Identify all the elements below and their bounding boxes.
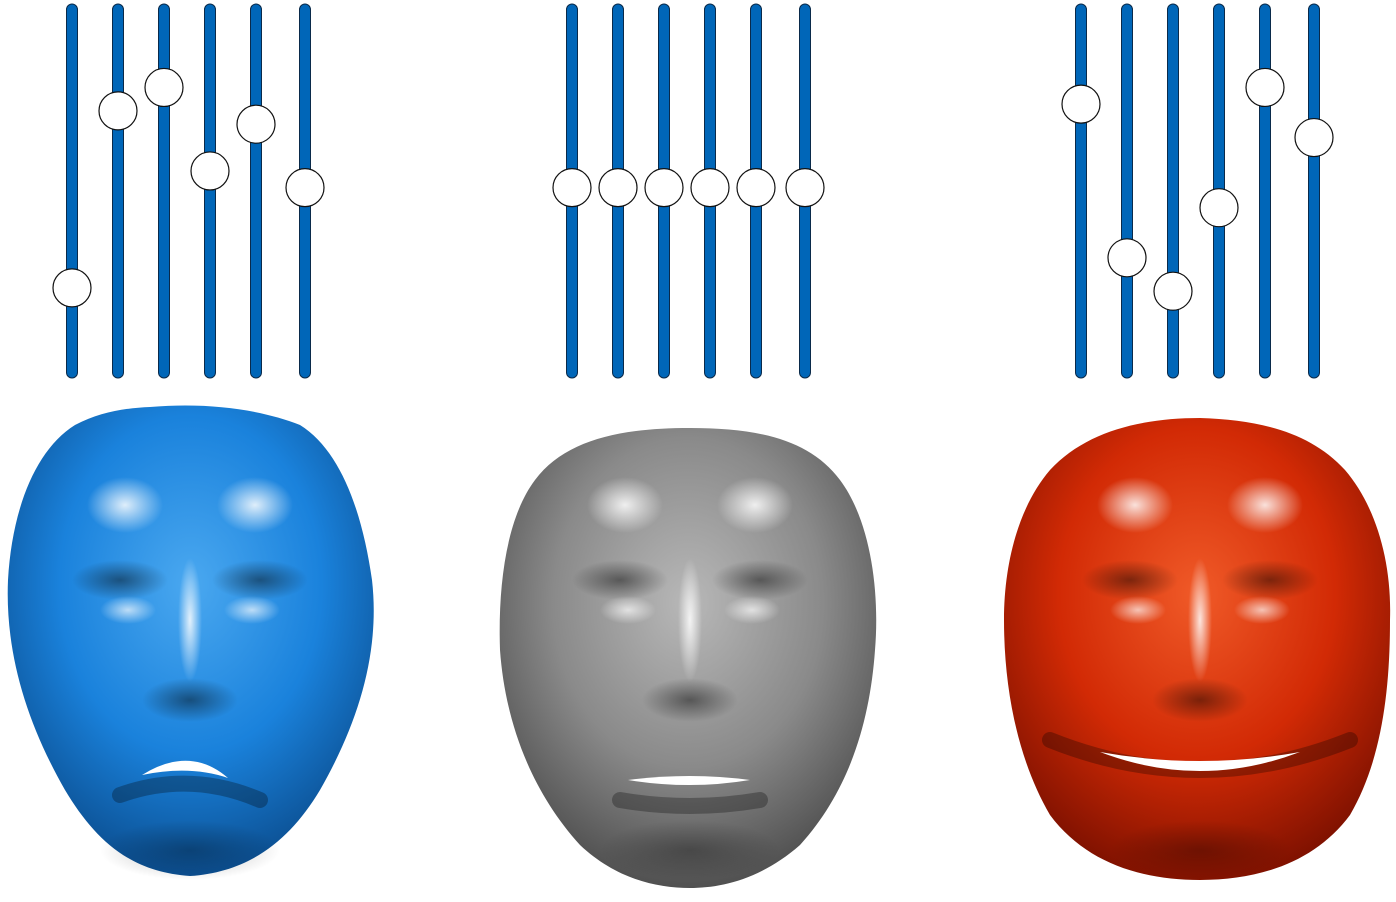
slider-knob-red-1[interactable] xyxy=(1061,84,1101,124)
eye-socket-left xyxy=(1082,560,1178,600)
slider-knob-blue-1[interactable] xyxy=(52,268,92,308)
faces-layer xyxy=(7,405,1391,888)
slider-knob-neutral-5[interactable] xyxy=(736,168,776,208)
slider-track-red-6[interactable] xyxy=(1308,3,1320,379)
slider-track-red-3[interactable] xyxy=(1167,3,1179,379)
slider-track-blue-1[interactable] xyxy=(66,3,78,379)
slider-knob-red-4[interactable] xyxy=(1199,188,1239,228)
slider-knob-neutral-1[interactable] xyxy=(552,168,592,208)
cheek-highlight-left xyxy=(1110,596,1166,624)
slider-track-red-2[interactable] xyxy=(1121,3,1133,379)
slider-group-neutral xyxy=(552,3,825,379)
nose-bridge-highlight xyxy=(178,558,202,682)
slider-knob-red-2[interactable] xyxy=(1107,238,1147,278)
slider-track-red-1[interactable] xyxy=(1075,3,1087,379)
slider-knob-blue-4[interactable] xyxy=(190,151,230,191)
brow-highlight-right xyxy=(1227,477,1303,533)
cheek-highlight-right xyxy=(724,596,780,624)
eye-socket-right xyxy=(212,560,308,600)
cheek-highlight-left xyxy=(600,596,656,624)
lip-shadow xyxy=(612,792,768,814)
face-red xyxy=(1004,418,1391,880)
brow-highlight-right xyxy=(717,477,793,533)
nose-shadow xyxy=(1152,678,1248,722)
face-blue xyxy=(7,405,374,880)
slider-knob-blue-5[interactable] xyxy=(236,104,276,144)
mouth xyxy=(628,776,750,785)
slider-group-red xyxy=(1061,3,1334,379)
mouth xyxy=(142,760,228,778)
cheek-highlight-right xyxy=(224,596,280,624)
slider-knob-neutral-6[interactable] xyxy=(785,168,825,208)
brow-highlight-left xyxy=(587,477,663,533)
lip-shadow xyxy=(112,775,268,808)
slider-knob-neutral-2[interactable] xyxy=(598,168,638,208)
cheek-highlight-right xyxy=(1234,596,1290,624)
nose-shadow xyxy=(642,678,738,722)
mouth xyxy=(1100,752,1300,771)
slider-knob-red-3[interactable] xyxy=(1153,271,1193,311)
brow-highlight-left xyxy=(87,477,163,533)
face-neutral xyxy=(499,428,877,888)
slider-track-blue-4[interactable] xyxy=(204,3,216,379)
eye-socket-right xyxy=(1222,560,1318,600)
sliders-layer xyxy=(52,3,1334,379)
slider-track-blue-5[interactable] xyxy=(250,3,262,379)
slider-group-blue xyxy=(52,3,325,379)
eye-socket-right xyxy=(712,560,808,600)
slider-knob-neutral-4[interactable] xyxy=(690,168,730,208)
nose-shadow xyxy=(142,678,238,722)
slider-knob-blue-2[interactable] xyxy=(98,91,138,131)
slider-track-red-5[interactable] xyxy=(1259,3,1271,379)
eye-socket-left xyxy=(572,560,668,600)
slider-knob-blue-6[interactable] xyxy=(285,168,325,208)
eye-socket-left xyxy=(72,560,168,600)
brow-highlight-right xyxy=(217,477,293,533)
slider-knob-neutral-3[interactable] xyxy=(644,168,684,208)
chin-shadow xyxy=(1110,820,1290,880)
slider-track-blue-2[interactable] xyxy=(112,3,124,379)
slider-knob-red-6[interactable] xyxy=(1294,117,1334,158)
slider-knob-red-5[interactable] xyxy=(1245,67,1285,108)
chin-shadow xyxy=(100,820,280,880)
slider-knob-blue-3[interactable] xyxy=(144,67,184,108)
chin-shadow xyxy=(600,820,780,880)
nose-bridge-highlight xyxy=(678,558,702,682)
slider-track-blue-3[interactable] xyxy=(158,3,170,379)
cheek-highlight-left xyxy=(100,596,156,624)
nose-bridge-highlight xyxy=(1188,558,1212,682)
brow-highlight-left xyxy=(1097,477,1173,533)
